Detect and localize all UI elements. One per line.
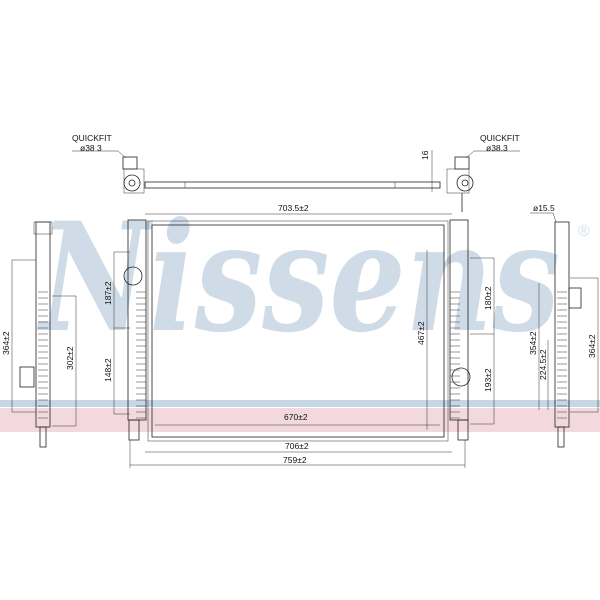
core-width-dimension: 670±2	[284, 412, 308, 422]
left-quickfit-fitting	[122, 156, 145, 194]
left-upper-dimension: 187±2	[103, 281, 113, 305]
nissens-watermark: Nissens ®	[0, 190, 600, 432]
right-quickfit-label: QUICKFIT	[480, 133, 520, 143]
left-port	[123, 266, 143, 286]
right-quickfit-diameter: ø38.3	[486, 143, 508, 153]
left-side-height-dimension: 364±2	[1, 331, 11, 355]
offset-dimension: 16	[420, 150, 430, 160]
left-side-view: 364±2 302±2	[1, 221, 77, 448]
width-top-dimension: 703.5±2	[278, 203, 309, 213]
right-side-height-b: 224.5±2	[538, 349, 548, 380]
left-side-mount-dimension: 302±2	[65, 346, 75, 370]
overall-width-dimension: 759±2	[283, 455, 307, 465]
right-upper-dimension: 180±2	[483, 286, 493, 310]
right-tank	[449, 219, 471, 441]
front-view: 703.5±2 467±2 670±2 706±2 759±2 187±2 14…	[38, 203, 567, 468]
right-side-diameter: ø15.5	[533, 203, 555, 213]
right-side-view: ø15.5 354±2 224.5±2 364±2	[528, 203, 599, 448]
core-height-dimension: 467±2	[416, 321, 426, 345]
watermark-logo: Nissens	[37, 190, 560, 366]
right-quickfit-fitting	[446, 156, 474, 212]
left-tank	[123, 219, 147, 441]
top-view: QUICKFIT ø38 3 QUICKFIT ø38.3 16	[72, 133, 520, 212]
tank-fins	[38, 291, 567, 419]
right-side-port	[568, 287, 582, 309]
left-side-port	[19, 366, 35, 388]
top-pipe	[144, 181, 441, 189]
watermark-blue-band	[0, 400, 600, 407]
watermark-pink-band	[0, 408, 600, 432]
registered-mark: ®	[578, 223, 590, 240]
left-lower-dimension: 148±2	[103, 358, 113, 382]
right-side-height-c: 364±2	[587, 334, 597, 358]
right-port	[451, 367, 471, 387]
width-bottom-dimension: 706±2	[285, 441, 309, 451]
right-side-height-a: 354±2	[528, 331, 538, 355]
radiator-core	[151, 224, 445, 438]
left-quickfit-label: QUICKFIT	[72, 133, 112, 143]
left-quickfit-diameter: ø38 3	[80, 143, 102, 153]
right-lower-dimension: 193±2	[483, 368, 493, 392]
